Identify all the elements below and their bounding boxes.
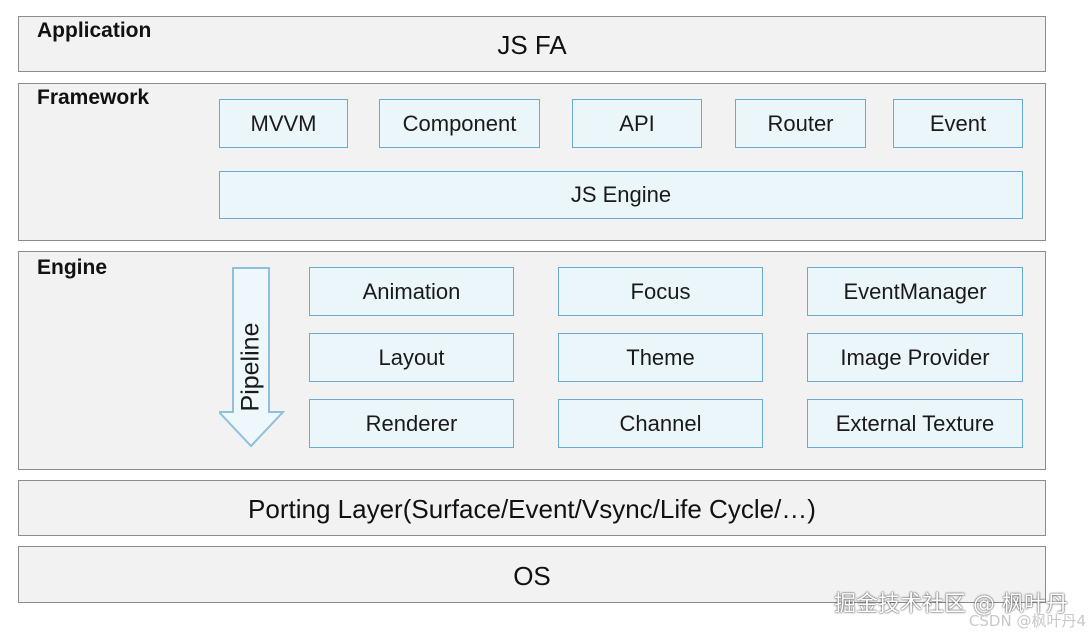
engine-module-renderer: Renderer (309, 399, 514, 448)
porting-layer: Porting Layer(Surface/Event/Vsync/Life C… (18, 480, 1046, 536)
framework-module-router: Router (735, 99, 866, 148)
js-engine-box: JS Engine (219, 171, 1023, 219)
engine-module-external-texture: External Texture (807, 399, 1023, 448)
engine-module-channel: Channel (558, 399, 763, 448)
framework-module-mvvm: MVVM (219, 99, 348, 148)
framework-module-api: API (572, 99, 702, 148)
framework-layer: Framework MVVM Component API Router Even… (18, 83, 1046, 241)
watermark: 掘金技术社区 @ 枫叶丹 (834, 592, 1068, 617)
framework-module-event: Event (893, 99, 1023, 148)
porting-layer-title: Porting Layer(Surface/Event/Vsync/Life C… (248, 494, 816, 524)
pipeline-label: Pipeline (236, 322, 265, 412)
engine-module-image-provider: Image Provider (807, 333, 1023, 382)
engine-module-focus: Focus (558, 267, 763, 316)
engine-layer: Engine Pipeline Animation Focus EventMan… (18, 251, 1046, 470)
application-title: JS FA (497, 30, 567, 60)
engine-module-layout: Layout (309, 333, 514, 382)
watermark-source: CSDN @枫叶丹4 (968, 612, 1086, 630)
os-layer: OS (18, 546, 1046, 603)
engine-module-eventmanager: EventManager (807, 267, 1023, 316)
os-title: OS (513, 561, 551, 591)
framework-label: Framework (37, 86, 150, 109)
engine-module-animation: Animation (309, 267, 514, 316)
engine-module-theme: Theme (558, 333, 763, 382)
pipeline-arrow (219, 267, 285, 448)
engine-label: Engine (37, 256, 108, 279)
application-label: Application (37, 19, 152, 42)
application-layer: Application JS FA (18, 16, 1046, 72)
framework-module-component: Component (379, 99, 540, 148)
